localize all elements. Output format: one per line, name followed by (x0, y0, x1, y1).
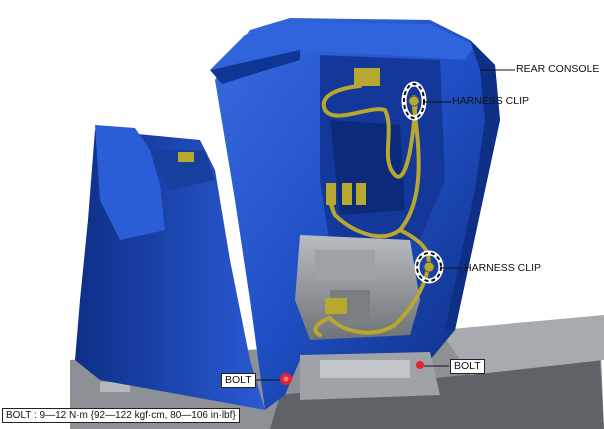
harness-clip-label-lower: HARNESS CLIP (464, 262, 542, 274)
rear-console (210, 18, 500, 410)
bolt-marker-left (280, 373, 292, 385)
bolt-label-left: BOLT (221, 373, 256, 388)
harness-clip-label-upper: HARNESS CLIP (452, 95, 530, 107)
bolt-torque-spec: BOLT : 9—12 N·m {92—122 kgf·cm, 80—106 i… (2, 408, 240, 423)
harness-clip-marker-lower (414, 250, 444, 284)
leader-lines (253, 69, 515, 381)
front-console-body (75, 125, 265, 410)
bolt-label-right: BOLT (450, 359, 485, 374)
bolt-marker-right (416, 361, 424, 369)
rear-console-label: REAR CONSOLE (516, 63, 600, 75)
harness-clip-marker-upper (401, 81, 427, 121)
wire-harness (313, 84, 431, 337)
